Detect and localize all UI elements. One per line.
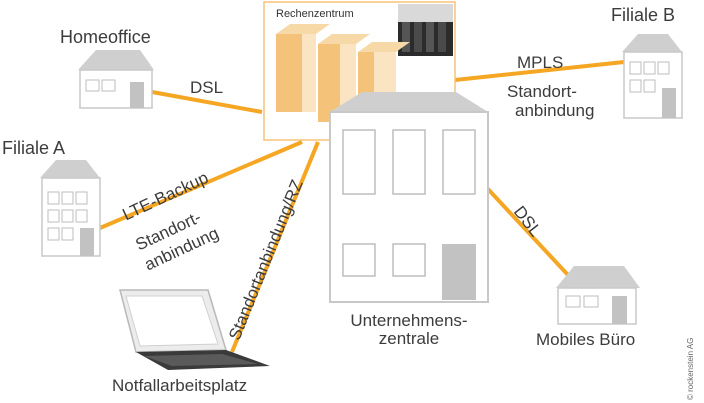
mobiles-buero-label: Mobiles Büro (536, 330, 636, 349)
link-standort-b-2: anbindung (515, 101, 595, 120)
line-filiale-b (454, 60, 625, 82)
filiale-b-house (622, 34, 683, 119)
link-dsl-home-label: DSL (190, 78, 224, 97)
filiale-a-label: Filiale A (2, 138, 66, 158)
line-notfall (230, 141, 320, 353)
homeoffice-house (78, 50, 154, 109)
copyright-text: © rockenstein AG (686, 337, 695, 400)
filiale-a-house (40, 160, 101, 257)
line-filiale-a (99, 140, 303, 230)
link-mpls-label: MPLS (517, 53, 564, 72)
rechenzentrum-label: Rechenzentrum (276, 8, 354, 20)
zentrale-building (329, 92, 489, 303)
filiale-b-label: Filiale B (611, 5, 676, 25)
zentrale-label-2: zentrale (378, 329, 440, 348)
homeoffice-label: Homeoffice (60, 27, 151, 47)
mobiles-buero-house (556, 266, 640, 325)
zentrale-label-1: Unternehmens- (350, 311, 468, 330)
link-standort-b-1: Standort- (507, 82, 577, 101)
notfall-label: Notfallarbeitsplatz (112, 376, 248, 395)
laptop (119, 289, 270, 370)
line-homeoffice (151, 90, 263, 114)
line-mobiles-buero (485, 186, 570, 277)
